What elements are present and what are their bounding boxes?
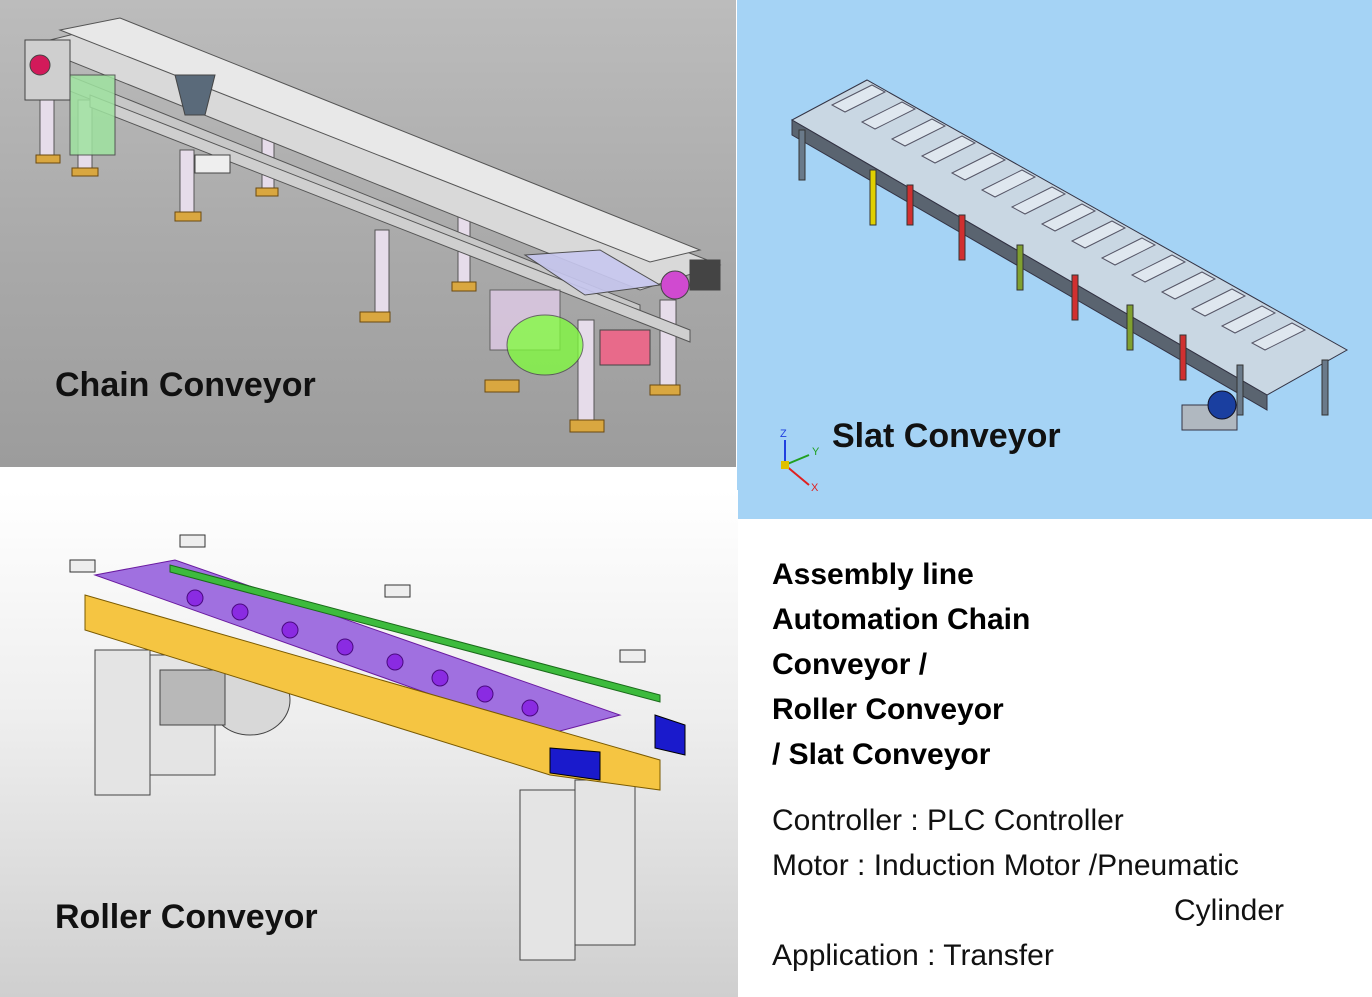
roller-conveyor-panel: Roller Conveyor bbox=[0, 490, 738, 997]
axis-x-label: X bbox=[811, 482, 819, 494]
assembly-line-title: Assembly line Automation Chain Conveyor … bbox=[772, 552, 1030, 777]
slat-conveyor-drawing bbox=[781, 79, 1349, 486]
spec-application: Application : Transfer bbox=[772, 939, 1054, 972]
spec-motor-continuation: Cylinder bbox=[1174, 894, 1285, 927]
title-line: / Slat Conveyor bbox=[772, 738, 991, 771]
title-line: Conveyor / bbox=[772, 648, 928, 681]
spec-controller: Controller : PLC Controller bbox=[772, 804, 1124, 837]
slat-conveyor-panel: Z Y X Slat Conveyor bbox=[737, 0, 1372, 519]
axis-z-label: Z bbox=[780, 428, 787, 440]
axis-y-label: Y bbox=[812, 446, 820, 458]
roller-conveyor-caption: Roller Conveyor bbox=[55, 898, 318, 936]
chain-conveyor-panel: Chain Conveyor bbox=[0, 0, 736, 467]
spec-list: Controller : PLC Controller Motor : Indu… bbox=[772, 798, 1284, 978]
spec-motor: Motor : Induction Motor /Pneumatic bbox=[772, 849, 1239, 882]
title-line: Roller Conveyor bbox=[772, 693, 1004, 726]
title-line: Assembly line bbox=[772, 558, 974, 591]
title-line: Automation Chain bbox=[772, 603, 1031, 636]
roller-conveyor-drawing bbox=[69, 534, 686, 961]
chain-conveyor-caption: Chain Conveyor bbox=[55, 366, 316, 404]
slat-conveyor-caption: Slat Conveyor bbox=[832, 417, 1061, 455]
chain-conveyor-drawing bbox=[24, 17, 722, 433]
